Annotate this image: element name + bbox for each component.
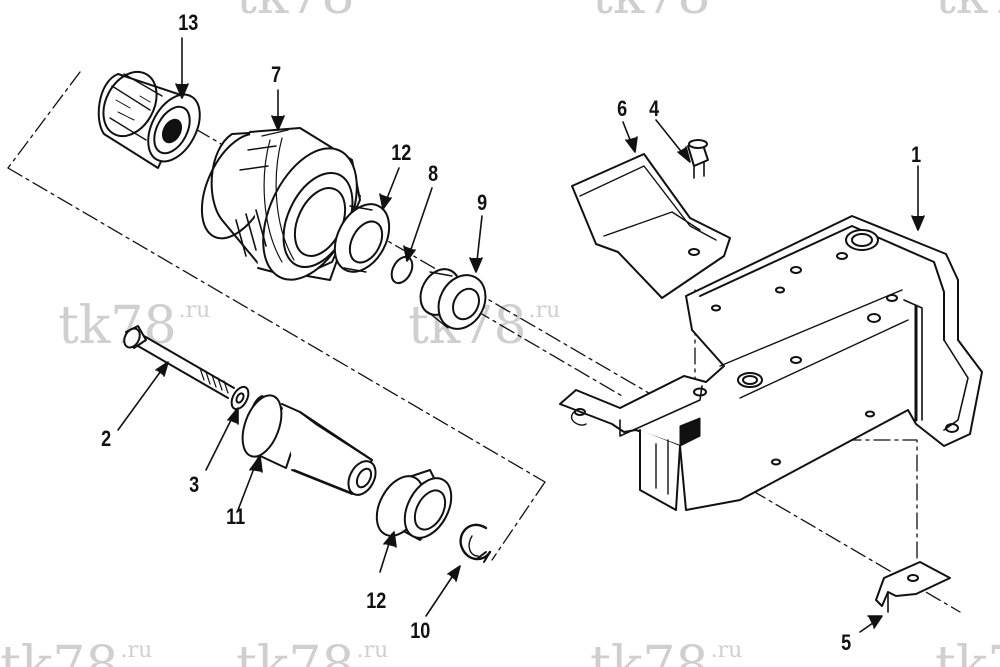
- watermark-top-left: tk78: [236, 0, 355, 22]
- callout-11: 11: [226, 504, 246, 529]
- bracket-plate-part-6: [571, 153, 731, 299]
- callout-13: 13: [178, 10, 199, 35]
- bearing-part-13: [97, 70, 201, 169]
- bolt-part-2: [123, 325, 235, 399]
- callout-2: 2: [101, 426, 112, 451]
- callout-9: 9: [477, 190, 488, 215]
- watermark-bottom-left: tk78.ru: [0, 636, 153, 667]
- watermark-bottom-right: tk78.ru: [590, 636, 743, 667]
- callout-10: 10: [410, 618, 431, 643]
- pulley-part-7: [200, 127, 361, 281]
- cap-screw-part-4: [687, 139, 709, 179]
- callout-8: 8: [428, 161, 439, 186]
- washer-part-3: [230, 385, 250, 411]
- watermark-bottom-far-right: tk78.ru: [935, 636, 1000, 667]
- callout-1: 1: [911, 142, 922, 167]
- callout-4: 4: [649, 96, 660, 121]
- snap-ring-part-10: [459, 523, 492, 563]
- seal-part-9: [419, 268, 487, 330]
- callout-12-lower: 12: [366, 588, 387, 613]
- callout-6: 6: [617, 96, 628, 121]
- watermark-top-right: tk78: [935, 0, 1000, 22]
- shaft-part-11: [241, 394, 377, 496]
- angle-bracket-part-5: [875, 561, 951, 613]
- spacer-part-12-lower: [375, 469, 453, 541]
- snap-ring-part-8: [390, 255, 414, 285]
- callout-5: 5: [841, 630, 852, 655]
- callout-3: 3: [189, 472, 200, 497]
- callout-12-upper: 12: [391, 140, 412, 165]
- callout-7: 7: [271, 62, 282, 87]
- watermark-top-center: tk78: [592, 0, 711, 22]
- leader-arrows: [117, 37, 925, 633]
- mounting-bracket-part-1: [559, 215, 983, 511]
- watermark-bottom-center: tk78.ru: [236, 636, 389, 667]
- spacer-part-12-upper: [333, 203, 391, 273]
